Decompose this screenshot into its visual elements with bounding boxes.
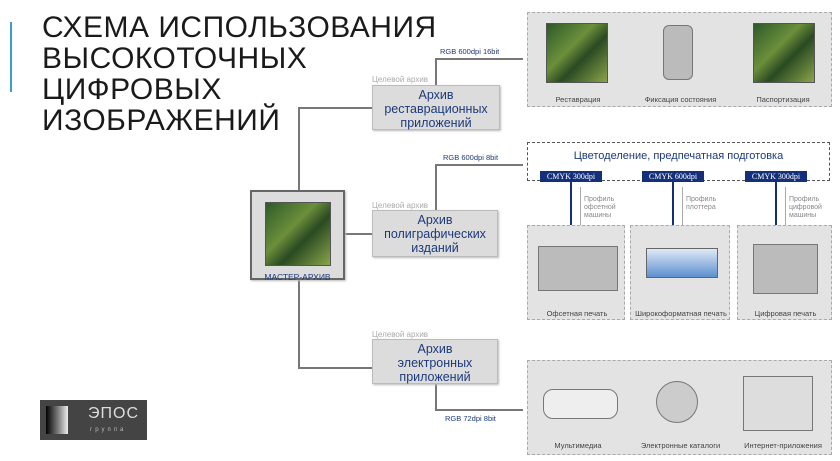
title-line: ЦИФРОВЫХ — [42, 73, 222, 106]
t: офсетной — [584, 204, 616, 211]
format-badge: CMYK 300dpi 8bit — [745, 171, 807, 192]
archive-line: электронных — [397, 356, 473, 370]
target-label: Целевой архив — [372, 201, 429, 210]
master-label: МАСТЕР-АРХИВ — [264, 272, 331, 282]
caption: Мультимедиа — [554, 441, 602, 450]
archive-line: изданий — [411, 241, 459, 255]
caption: Цифровая печать — [754, 309, 817, 318]
prepress-title: Цветоделение, предпечатная подготовка — [573, 150, 784, 162]
archive-line: приложений — [400, 116, 472, 130]
caption: Фиксация состояния — [644, 95, 717, 104]
archive-line: Архив — [417, 342, 453, 356]
connector — [435, 409, 523, 411]
t: цифровой — [789, 204, 822, 211]
print-digital: Цифровая печать — [737, 225, 832, 320]
arrow — [785, 187, 786, 242]
painting-image — [264, 202, 331, 266]
microscope-icon — [663, 25, 693, 80]
title-line: СХЕМА ИСПОЛЬЗОВАНИЯ — [42, 11, 437, 44]
archive-line: реставрационных — [384, 102, 488, 116]
archive-line: приложений — [399, 370, 471, 384]
title-line: ИЗОБРАЖЕНИЙ — [42, 104, 281, 137]
format-label: RGB 600dpi 8bit — [443, 153, 499, 162]
title-line: ВЫСОКОТОЧНЫХ — [42, 42, 308, 75]
connector — [435, 58, 523, 60]
arrow — [580, 187, 581, 242]
t: машины — [584, 212, 612, 219]
connector — [345, 233, 372, 235]
arrow — [775, 182, 777, 242]
restoration-uses: Реставрация Фиксация состояния Паспортиз… — [527, 12, 832, 107]
arrow — [682, 187, 683, 242]
cd-icon — [656, 381, 698, 423]
format-label: RGB 600dpi 16bit — [440, 47, 500, 56]
accent-line — [10, 22, 12, 92]
plotter-icon — [646, 248, 718, 278]
connector — [298, 367, 372, 369]
logo-mark — [46, 406, 68, 434]
print-offset: Офсетная печать — [527, 225, 625, 320]
caption: Широкоформатная печать — [635, 309, 727, 318]
caption: Офсетная печать — [546, 309, 608, 318]
logo-sub: группа — [90, 427, 127, 433]
electronic-uses: Мультимедиа Электронные каталоги Интерне… — [527, 360, 832, 455]
master-archive: МАСТЕР-АРХИВ — [250, 190, 345, 282]
format-badge: CMYK 600dpi 8bit — [642, 171, 704, 192]
connector — [435, 58, 437, 86]
archive-line: Архив — [417, 213, 453, 227]
print-wide: Широкоформатная печать — [630, 225, 730, 320]
t: плоттера — [686, 204, 716, 211]
archive-line: Архив — [418, 88, 454, 102]
offset-press-icon — [538, 246, 618, 291]
caption: Интернет-приложения — [744, 441, 822, 450]
connector — [435, 164, 523, 166]
caption: Реставрация — [555, 95, 601, 104]
logo-name: ЭПОС — [88, 405, 139, 422]
caption: Электронные каталоги — [640, 441, 721, 450]
page-title: СХЕМА ИСПОЛЬЗОВАНИЯ ВЫСОКОТОЧНЫХ ЦИФРОВЫ… — [42, 12, 437, 136]
connector — [298, 107, 372, 109]
t: Профиль — [584, 196, 615, 203]
arrow — [672, 182, 674, 242]
connector — [435, 164, 437, 210]
target-label: Целевой архив — [372, 75, 429, 84]
target-label: Целевой архив — [372, 330, 429, 339]
digital-press-icon — [753, 244, 818, 294]
archive-line: полиграфических — [384, 227, 486, 241]
logo: ЭПОС группа — [40, 400, 147, 440]
t: Профиль — [789, 196, 820, 203]
passport-image — [753, 23, 815, 83]
projector-icon — [543, 389, 618, 419]
arrow — [570, 182, 572, 242]
t: машины — [789, 212, 817, 219]
restoration-image — [546, 23, 608, 83]
format-badge: CMYK 300dpi 8bit — [540, 171, 602, 192]
network-icon — [743, 376, 813, 431]
connector — [435, 384, 437, 410]
format-label: RGB 72dpi 8bit — [445, 414, 496, 423]
t: Профиль — [686, 196, 717, 203]
caption: Паспортизация — [756, 95, 810, 104]
